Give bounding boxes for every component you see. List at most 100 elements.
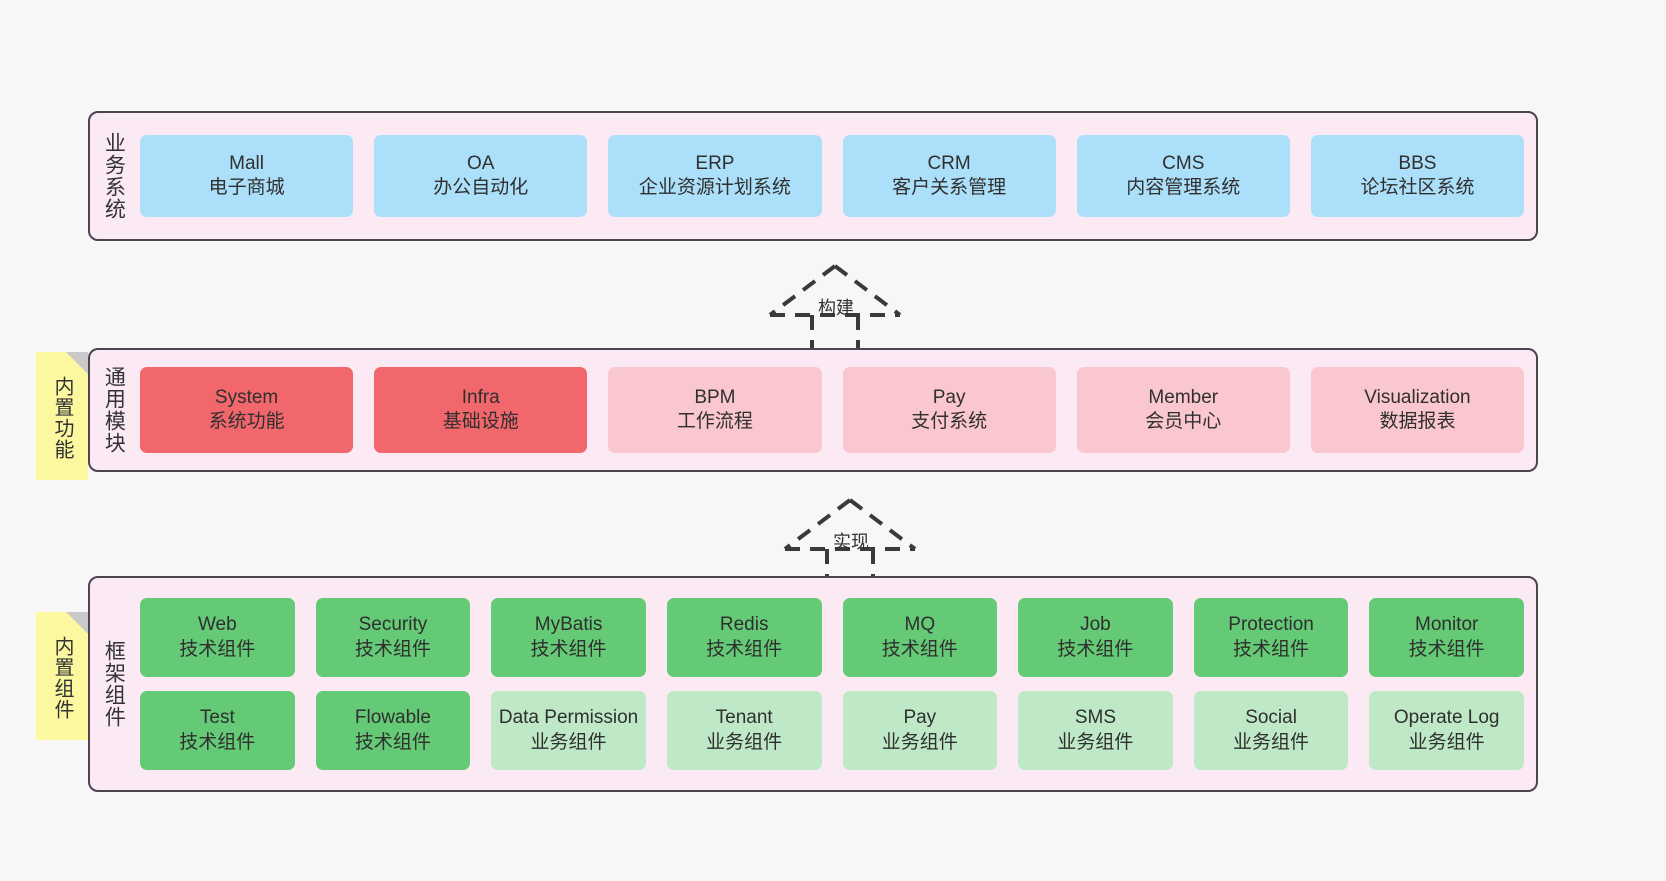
node-title: Test [199,707,235,729]
layer-body-business: Mall 电子商城 OA 办公自动化 ERP 企业资源计划系统 CRM 客户关系… [136,113,1536,239]
node-title: Social [1245,707,1297,729]
node-subtitle: 企业资源计划系统 [638,177,791,198]
layer-title-business: 业务系统 [102,132,126,220]
node-subtitle: 内容管理系统 [1126,177,1241,198]
note-builtin-features: 内置功能 [36,352,88,480]
node-pay-component[interactable]: Pay 业务组件 [842,691,998,770]
node-subtitle: 办公自动化 [433,177,529,198]
node-security[interactable]: Security 技术组件 [315,598,471,677]
framework-row-2: Test 技术组件 Flowable 技术组件 Data Permission … [140,691,1524,770]
node-subtitle: 电子商城 [208,177,285,198]
note-builtin-components: 内置组件 [36,612,88,740]
node-title: Monitor [1415,614,1479,636]
layer-title-framework: 框架组件 [102,640,126,728]
node-title: Infra [461,386,500,408]
node-mall[interactable]: Mall 电子商城 [140,135,354,217]
node-title: MyBatis [534,614,603,636]
connector-build: 构建 [760,258,910,354]
node-tenant[interactable]: Tenant 业务组件 [666,691,822,770]
node-subtitle: 技术组件 [179,731,256,753]
node-cms[interactable]: CMS 内容管理系统 [1076,135,1290,217]
node-data-permission[interactable]: Data Permission 业务组件 [491,691,646,770]
node-title: CRM [927,152,971,174]
layer-framework-components: 框架组件 Web 技术组件 Security 技术组件 MyBatis 技术组件… [88,576,1538,792]
node-title: CMS [1162,152,1205,174]
node-title: Mall [229,152,264,174]
node-test[interactable]: Test 技术组件 [140,691,295,770]
node-title: Member [1148,386,1219,408]
node-title: Tenant [715,707,773,729]
node-subtitle: 支付系统 [911,411,988,432]
node-title: Data Permission [498,707,639,729]
node-title: System [214,386,279,408]
node-subtitle: 技术组件 [881,638,958,660]
layer-title-modules: 通用模块 [102,366,126,454]
node-title: Protection [1228,614,1314,636]
node-mybatis[interactable]: MyBatis 技术组件 [491,598,646,677]
node-subtitle: 技术组件 [354,731,431,753]
node-title: Job [1080,614,1111,636]
node-subtitle: 论坛社区系统 [1360,177,1475,198]
connector-implement: 实现 [775,492,925,588]
node-subtitle: 业务组件 [530,731,607,753]
note-label: 内置功能 [51,376,73,460]
node-system[interactable]: System 系统功能 [140,367,354,453]
node-erp[interactable]: ERP 企业资源计划系统 [608,135,822,217]
layer-body-framework: Web 技术组件 Security 技术组件 MyBatis 技术组件 Redi… [136,578,1536,790]
node-redis[interactable]: Redis 技术组件 [666,598,822,677]
node-subtitle: 技术组件 [1408,638,1485,660]
node-subtitle: 业务组件 [1408,731,1485,753]
layer-business-systems: 业务系统 Mall 电子商城 OA 办公自动化 ERP 企业资源计划系统 CRM… [88,111,1538,241]
node-subtitle: 基础设施 [442,411,519,432]
node-subtitle: 业务组件 [1057,731,1134,753]
node-subtitle: 系统功能 [208,411,285,432]
node-monitor[interactable]: Monitor 技术组件 [1369,598,1524,677]
node-job[interactable]: Job 技术组件 [1018,598,1173,677]
node-title: BPM [694,386,736,408]
node-title: Flowable [354,707,431,729]
node-protection[interactable]: Protection 技术组件 [1193,598,1349,677]
node-subtitle: 技术组件 [179,638,256,660]
modules-row: System 系统功能 Infra 基础设施 BPM 工作流程 Pay 支付系统… [140,367,1525,453]
node-title: Pay [903,707,937,729]
node-subtitle: 数据报表 [1379,411,1456,432]
node-subtitle: 技术组件 [1057,638,1134,660]
node-subtitle: 技术组件 [354,638,431,660]
connector-implement-label: 实现 [833,532,869,552]
node-subtitle: 客户关系管理 [892,177,1007,198]
node-web[interactable]: Web 技术组件 [140,598,295,677]
node-crm[interactable]: CRM 客户关系管理 [842,135,1056,217]
node-title: MQ [904,614,936,636]
node-title: OA [467,152,495,174]
node-title: SMS [1074,707,1117,729]
node-subtitle: 业务组件 [1233,731,1310,753]
node-flowable[interactable]: Flowable 技术组件 [315,691,471,770]
node-subtitle: 技术组件 [530,638,607,660]
node-subtitle: 会员中心 [1145,411,1222,432]
node-sms[interactable]: SMS 业务组件 [1018,691,1173,770]
connector-build-label: 构建 [818,298,854,318]
note-label: 内置组件 [51,636,73,720]
node-bbs[interactable]: BBS 论坛社区系统 [1310,135,1525,217]
node-social[interactable]: Social 业务组件 [1193,691,1349,770]
node-infra[interactable]: Infra 基础设施 [374,367,588,453]
node-title: Security [358,614,428,636]
layer-body-modules: System 系统功能 Infra 基础设施 BPM 工作流程 Pay 支付系统… [136,350,1536,470]
node-bpm[interactable]: BPM 工作流程 [608,367,822,453]
node-member[interactable]: Member 会员中心 [1076,367,1290,453]
node-subtitle: 业务组件 [706,731,783,753]
node-operate-log[interactable]: Operate Log 业务组件 [1369,691,1524,770]
node-visualization[interactable]: Visualization 数据报表 [1310,367,1525,453]
node-title: Web [197,614,237,636]
node-subtitle: 业务组件 [881,731,958,753]
node-subtitle: 技术组件 [1233,638,1310,660]
node-mq[interactable]: MQ 技术组件 [842,598,998,677]
node-pay-module[interactable]: Pay 支付系统 [842,367,1056,453]
node-oa[interactable]: OA 办公自动化 [374,135,588,217]
node-title: Visualization [1364,386,1471,408]
node-title: Redis [719,614,769,636]
business-row: Mall 电子商城 OA 办公自动化 ERP 企业资源计划系统 CRM 客户关系… [140,135,1525,217]
node-subtitle: 工作流程 [676,411,753,432]
node-title: Pay [932,386,966,408]
